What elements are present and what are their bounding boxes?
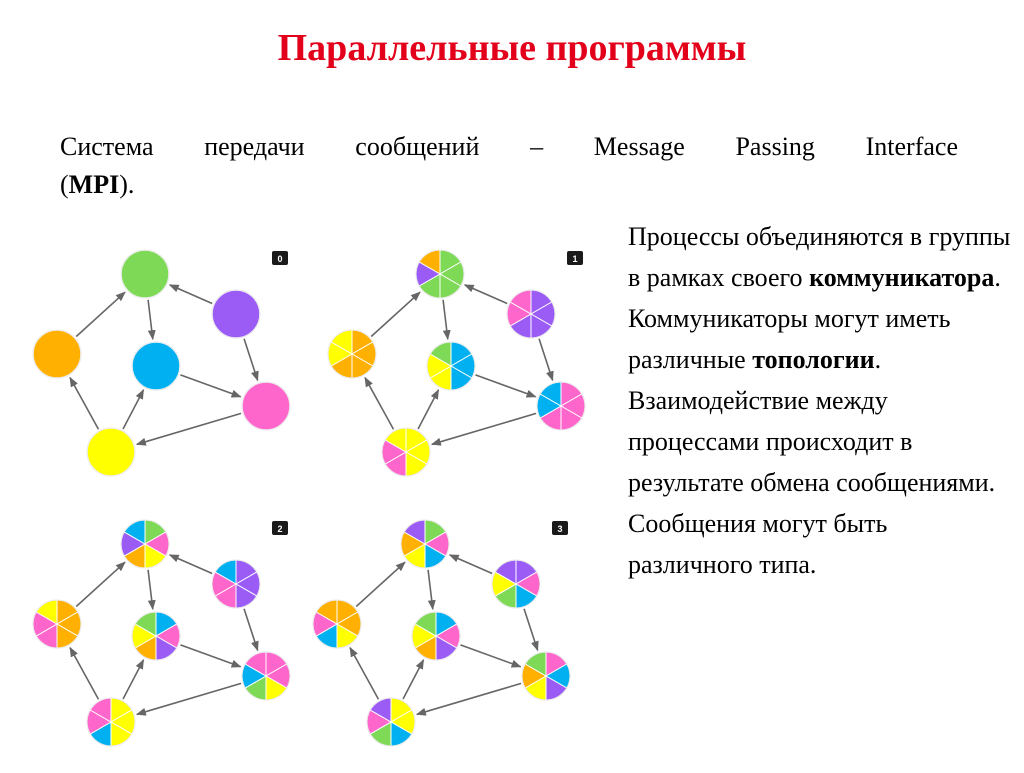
step-badge-label: 0: [277, 254, 282, 264]
message-arrow-yellow-to-blue: [122, 389, 145, 430]
process-node-orange: [312, 599, 362, 649]
message-arrow-purple-to-green: [448, 554, 493, 575]
message-arrow-purple-to-pink: [243, 608, 259, 652]
communicator-graph-3: 3: [312, 519, 571, 747]
step-badge-label: 2: [277, 524, 282, 534]
communicator-graph-1: 1: [327, 249, 586, 477]
message-arrow-pink-to-yellow: [135, 682, 242, 716]
message-arrow-pink-to-yellow: [135, 412, 242, 446]
process-node-blue: [131, 341, 181, 391]
step-badge: 3: [552, 521, 568, 535]
subtitle-line1: Система передачи сообщений – Message Pas…: [60, 132, 958, 161]
message-arrow-blue-to-pink: [475, 374, 537, 398]
step-badge: 2: [272, 521, 288, 535]
message-arrow-yellow-to-blue: [122, 659, 145, 700]
communicator-graph-0: 0: [32, 249, 291, 477]
message-arrow-purple-to-pink: [523, 608, 539, 652]
message-arrow-blue-to-pink: [180, 644, 242, 668]
communicator-graph-2: 2: [32, 519, 291, 747]
message-arrow-yellow-to-blue: [402, 659, 425, 700]
subtitle-paren-open: (: [60, 170, 69, 199]
process-node-purple: [211, 559, 261, 609]
process-node-pink: [521, 651, 571, 701]
process-node-green: [120, 519, 170, 569]
body-part1: Процессы объединяются в группы в рамках …: [628, 222, 1011, 292]
message-arrow-green-to-blue: [427, 569, 436, 611]
communicator-diagrams: 0 1 2 3: [0, 220, 620, 768]
message-arrow-orange-to-green: [75, 561, 126, 608]
process-node-green: [400, 519, 450, 569]
message-arrow-blue-to-pink: [460, 644, 522, 668]
body-part2: . Коммуникаторы могут иметь различные: [628, 263, 1001, 374]
subtitle-mpi: MPI: [68, 170, 120, 199]
message-arrow-purple-to-pink: [538, 338, 554, 382]
step-badge-label: 3: [557, 524, 562, 534]
process-node-green: [120, 249, 170, 299]
message-arrow-pink-to-yellow: [430, 412, 537, 446]
step-badge: 0: [272, 251, 288, 265]
message-arrow-green-to-blue: [147, 569, 156, 611]
message-arrow-blue-to-pink: [180, 374, 242, 398]
body-part3: . Взаимодействие между процессами происх…: [628, 345, 996, 579]
process-node-yellow: [86, 427, 136, 477]
process-node-orange: [327, 329, 377, 379]
process-node-blue: [131, 611, 181, 661]
message-arrow-purple-to-green: [463, 284, 508, 305]
step-badge-label: 1: [572, 254, 577, 264]
process-node-blue: [426, 341, 476, 391]
process-node-pink: [241, 651, 291, 701]
message-arrow-orange-to-green: [75, 291, 126, 338]
message-arrow-purple-to-green: [168, 284, 213, 305]
message-arrow-yellow-to-orange: [69, 646, 100, 700]
process-node-pink: [241, 381, 291, 431]
process-node-blue: [411, 611, 461, 661]
process-node-purple: [211, 289, 261, 339]
process-node-orange: [32, 599, 82, 649]
process-node-purple: [506, 289, 556, 339]
message-arrow-yellow-to-blue: [417, 389, 440, 430]
process-node-purple: [491, 559, 541, 609]
body-bold-communicator: коммуникатора: [809, 263, 995, 292]
subtitle-paren-close: ).: [119, 170, 135, 199]
slide-title: Параллельные программы: [277, 27, 747, 69]
step-badge: 1: [567, 251, 583, 265]
message-arrow-purple-to-pink: [243, 338, 259, 382]
process-node-orange: [32, 329, 82, 379]
topology-graphs: 0 1 2 3: [32, 249, 586, 747]
process-node-pink: [536, 381, 586, 431]
message-arrow-green-to-blue: [147, 299, 156, 341]
message-arrow-yellow-to-orange: [69, 376, 100, 430]
message-arrow-orange-to-green: [355, 561, 406, 608]
process-node-green: [415, 249, 465, 299]
process-node-yellow: [366, 697, 416, 747]
process-node-yellow: [381, 427, 431, 477]
message-arrow-green-to-blue: [442, 299, 451, 341]
subtitle: Система передачи сообщений – Message Pas…: [60, 128, 958, 204]
message-arrow-purple-to-green: [168, 554, 213, 575]
body-bold-topologies: топологии: [752, 345, 875, 374]
process-node-yellow: [86, 697, 136, 747]
message-arrow-yellow-to-orange: [349, 646, 380, 700]
message-arrow-yellow-to-orange: [364, 376, 395, 430]
body-text: Процессы объединяются в группы в рамках …: [628, 216, 1018, 585]
message-arrow-pink-to-yellow: [415, 682, 522, 716]
message-arrow-orange-to-green: [370, 291, 421, 338]
